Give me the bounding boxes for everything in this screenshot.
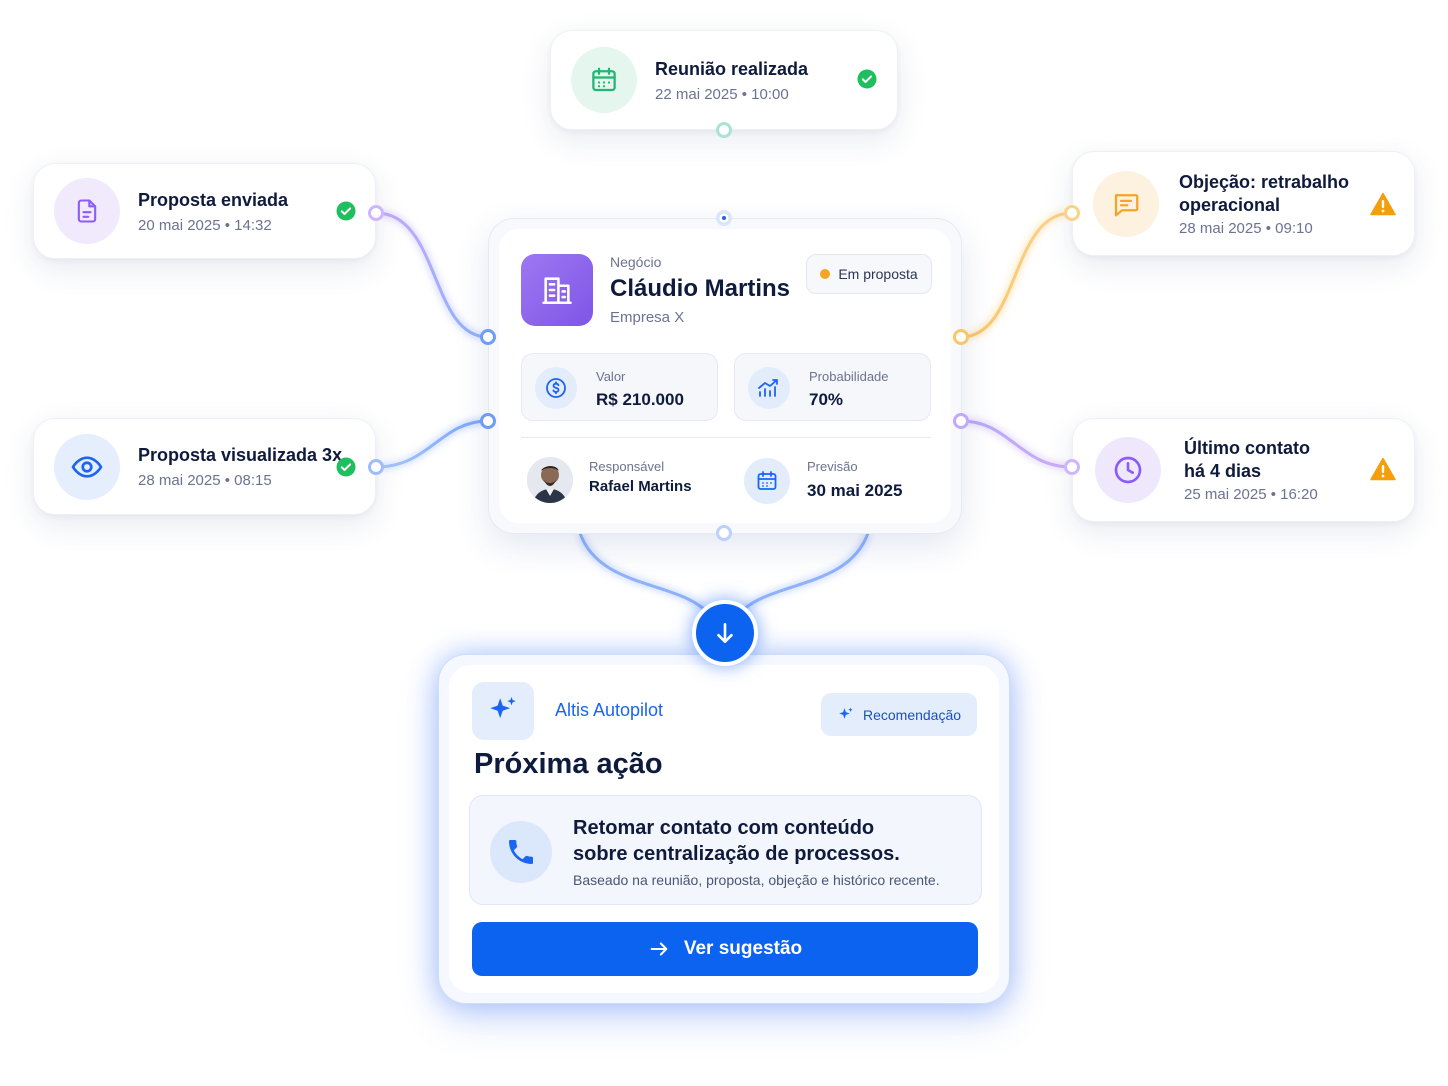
deal-company: Empresa X	[610, 309, 685, 326]
next-action-line1: Retomar contato com conteúdo	[573, 817, 875, 839]
event-proposal-sent-title: Proposta enviada	[138, 189, 289, 210]
node-dot-deal-bottom	[716, 525, 732, 541]
event-proposal-sent-date: 20 mai 2025 • 14:32	[138, 216, 272, 234]
event-proposal-viewed-title: Proposta visualizada 3x	[138, 445, 343, 465]
eye-icon-circle	[54, 433, 120, 500]
recommendation-badge[interactable]: Recomendação	[821, 693, 977, 736]
node-dot-deal-right-top	[953, 329, 969, 345]
event-last-contact-title-line1: Último contato	[1184, 438, 1310, 458]
building-icon-tile	[521, 254, 593, 326]
view-suggestion-label: Ver sugestão	[683, 938, 803, 959]
node-dot-meeting-bottom	[716, 122, 732, 138]
probability-metric: Probabilidade 70%	[734, 353, 931, 421]
node-dot-deal-left-top	[480, 329, 496, 345]
event-objection-date: 28 mai 2025 • 09:10	[1179, 219, 1313, 237]
phone-icon	[509, 840, 533, 864]
event-meeting-title: Reunião realizada	[655, 58, 809, 79]
owner-avatar	[527, 457, 573, 503]
connector-left-top	[375, 211, 489, 339]
warning-icon	[1370, 192, 1396, 216]
event-proposal-sent-card[interactable]: Proposta enviada 20 mai 2025 • 14:32	[33, 163, 376, 259]
sparkle-icon	[839, 707, 853, 719]
arrow-down-icon	[717, 623, 733, 643]
dollar-icon	[546, 378, 566, 398]
node-dot-last-contact	[1064, 459, 1080, 475]
event-proposal-viewed-date: 28 mai 2025 • 08:15	[138, 472, 272, 489]
flow-down-button[interactable]	[692, 600, 758, 666]
phone-icon-circle	[490, 821, 552, 883]
node-dot-objection	[1064, 205, 1080, 221]
deal-name: Cláudio Martins	[610, 275, 791, 302]
person-avatar-icon	[527, 457, 573, 503]
connector-right-top	[960, 211, 1073, 339]
event-last-contact-card[interactable]: Último contato há 4 dias 25 mai 2025 • 1…	[1072, 418, 1415, 522]
recommendation-label: Recomendação	[862, 706, 962, 723]
dollar-icon-circle	[535, 367, 577, 409]
forecast-label: Previsão	[807, 459, 858, 474]
node-dot-deal-left-bottom	[480, 413, 496, 429]
event-objection-card[interactable]: Objeção: retrabalho operacional 28 mai 2…	[1072, 151, 1415, 256]
node-dot-deal-top	[716, 210, 732, 226]
value-amount: R$ 210.000	[596, 390, 684, 409]
value-metric: Valor R$ 210.000	[521, 353, 718, 421]
clock-icon-circle	[1095, 437, 1161, 503]
event-meeting-date: 22 mai 2025 • 10:00	[655, 85, 789, 103]
node-dot-proposal-sent	[368, 205, 384, 221]
forecast-date: 30 mai 2025	[807, 481, 903, 500]
check-icon	[335, 456, 357, 478]
sparkle-icon	[490, 696, 516, 719]
next-action-line2: sobre centralização de processos.	[573, 843, 900, 865]
connector-left-bottom	[375, 419, 489, 469]
forecast-calendar-circle	[744, 458, 790, 504]
deal-kicker: Negócio	[610, 254, 662, 270]
calendar-icon	[592, 67, 616, 92]
next-action-box: Retomar contato com conteúdo sobre centr…	[469, 795, 982, 905]
deal-card[interactable]: Negócio Cláudio Martins Empresa X Em pro…	[488, 218, 962, 534]
view-suggestion-button[interactable]: Ver sugestão	[472, 922, 978, 976]
check-icon	[335, 200, 357, 222]
connector-right-bottom	[960, 419, 1073, 469]
chart-icon-circle	[748, 367, 790, 409]
eye-icon	[71, 455, 103, 478]
warning-icon	[1370, 457, 1396, 481]
document-icon	[77, 199, 97, 223]
event-last-contact-date: 25 mai 2025 • 16:20	[1184, 486, 1318, 503]
autopilot-card[interactable]: Altis Autopilot Recomendação Próxima açã…	[438, 654, 1010, 1004]
chat-icon	[1114, 193, 1139, 216]
next-action-basis: Baseado na reunião, proposta, objeção e …	[573, 872, 940, 888]
autopilot-brand: Altis Autopilot	[555, 700, 664, 720]
arrow-right-icon	[650, 942, 668, 956]
deal-status-label: Em proposta	[838, 266, 918, 282]
owner-name: Rafael Martins	[589, 478, 692, 495]
node-dot-proposal-viewed	[368, 459, 384, 475]
sparkle-icon-tile	[472, 682, 534, 740]
clock-icon	[1114, 456, 1142, 484]
probability-label: Probabilidade	[809, 369, 889, 384]
document-icon-circle	[54, 178, 120, 244]
chat-icon-circle	[1093, 170, 1159, 237]
status-dot-icon	[820, 269, 831, 279]
connector-down-left	[578, 532, 712, 616]
check-icon	[856, 68, 878, 90]
value-label: Valor	[596, 369, 626, 384]
connector-down-right	[736, 532, 870, 616]
divider	[521, 437, 931, 438]
event-objection-title-line2: operacional	[1179, 194, 1281, 215]
probability-value: 70%	[809, 390, 844, 409]
deal-status-badge[interactable]: Em proposta	[806, 254, 932, 294]
event-last-contact-title-line2: há 4 dias	[1184, 461, 1262, 481]
event-proposal-viewed-card[interactable]: Proposta visualizada 3x 28 mai 2025 • 08…	[33, 418, 376, 515]
calendar-icon-circle	[571, 47, 637, 113]
bar-chart-icon	[758, 379, 778, 397]
next-action-heading: Próxima ação	[474, 748, 663, 780]
owner-label: Responsável	[589, 459, 665, 474]
node-dot-deal-right-bottom	[953, 413, 969, 429]
calendar-icon	[757, 471, 777, 490]
event-meeting-card[interactable]: Reunião realizada 22 mai 2025 • 10:00	[550, 30, 898, 130]
event-objection-title-line1: Objeção: retrabalho	[1179, 171, 1350, 192]
building-icon	[542, 277, 572, 305]
